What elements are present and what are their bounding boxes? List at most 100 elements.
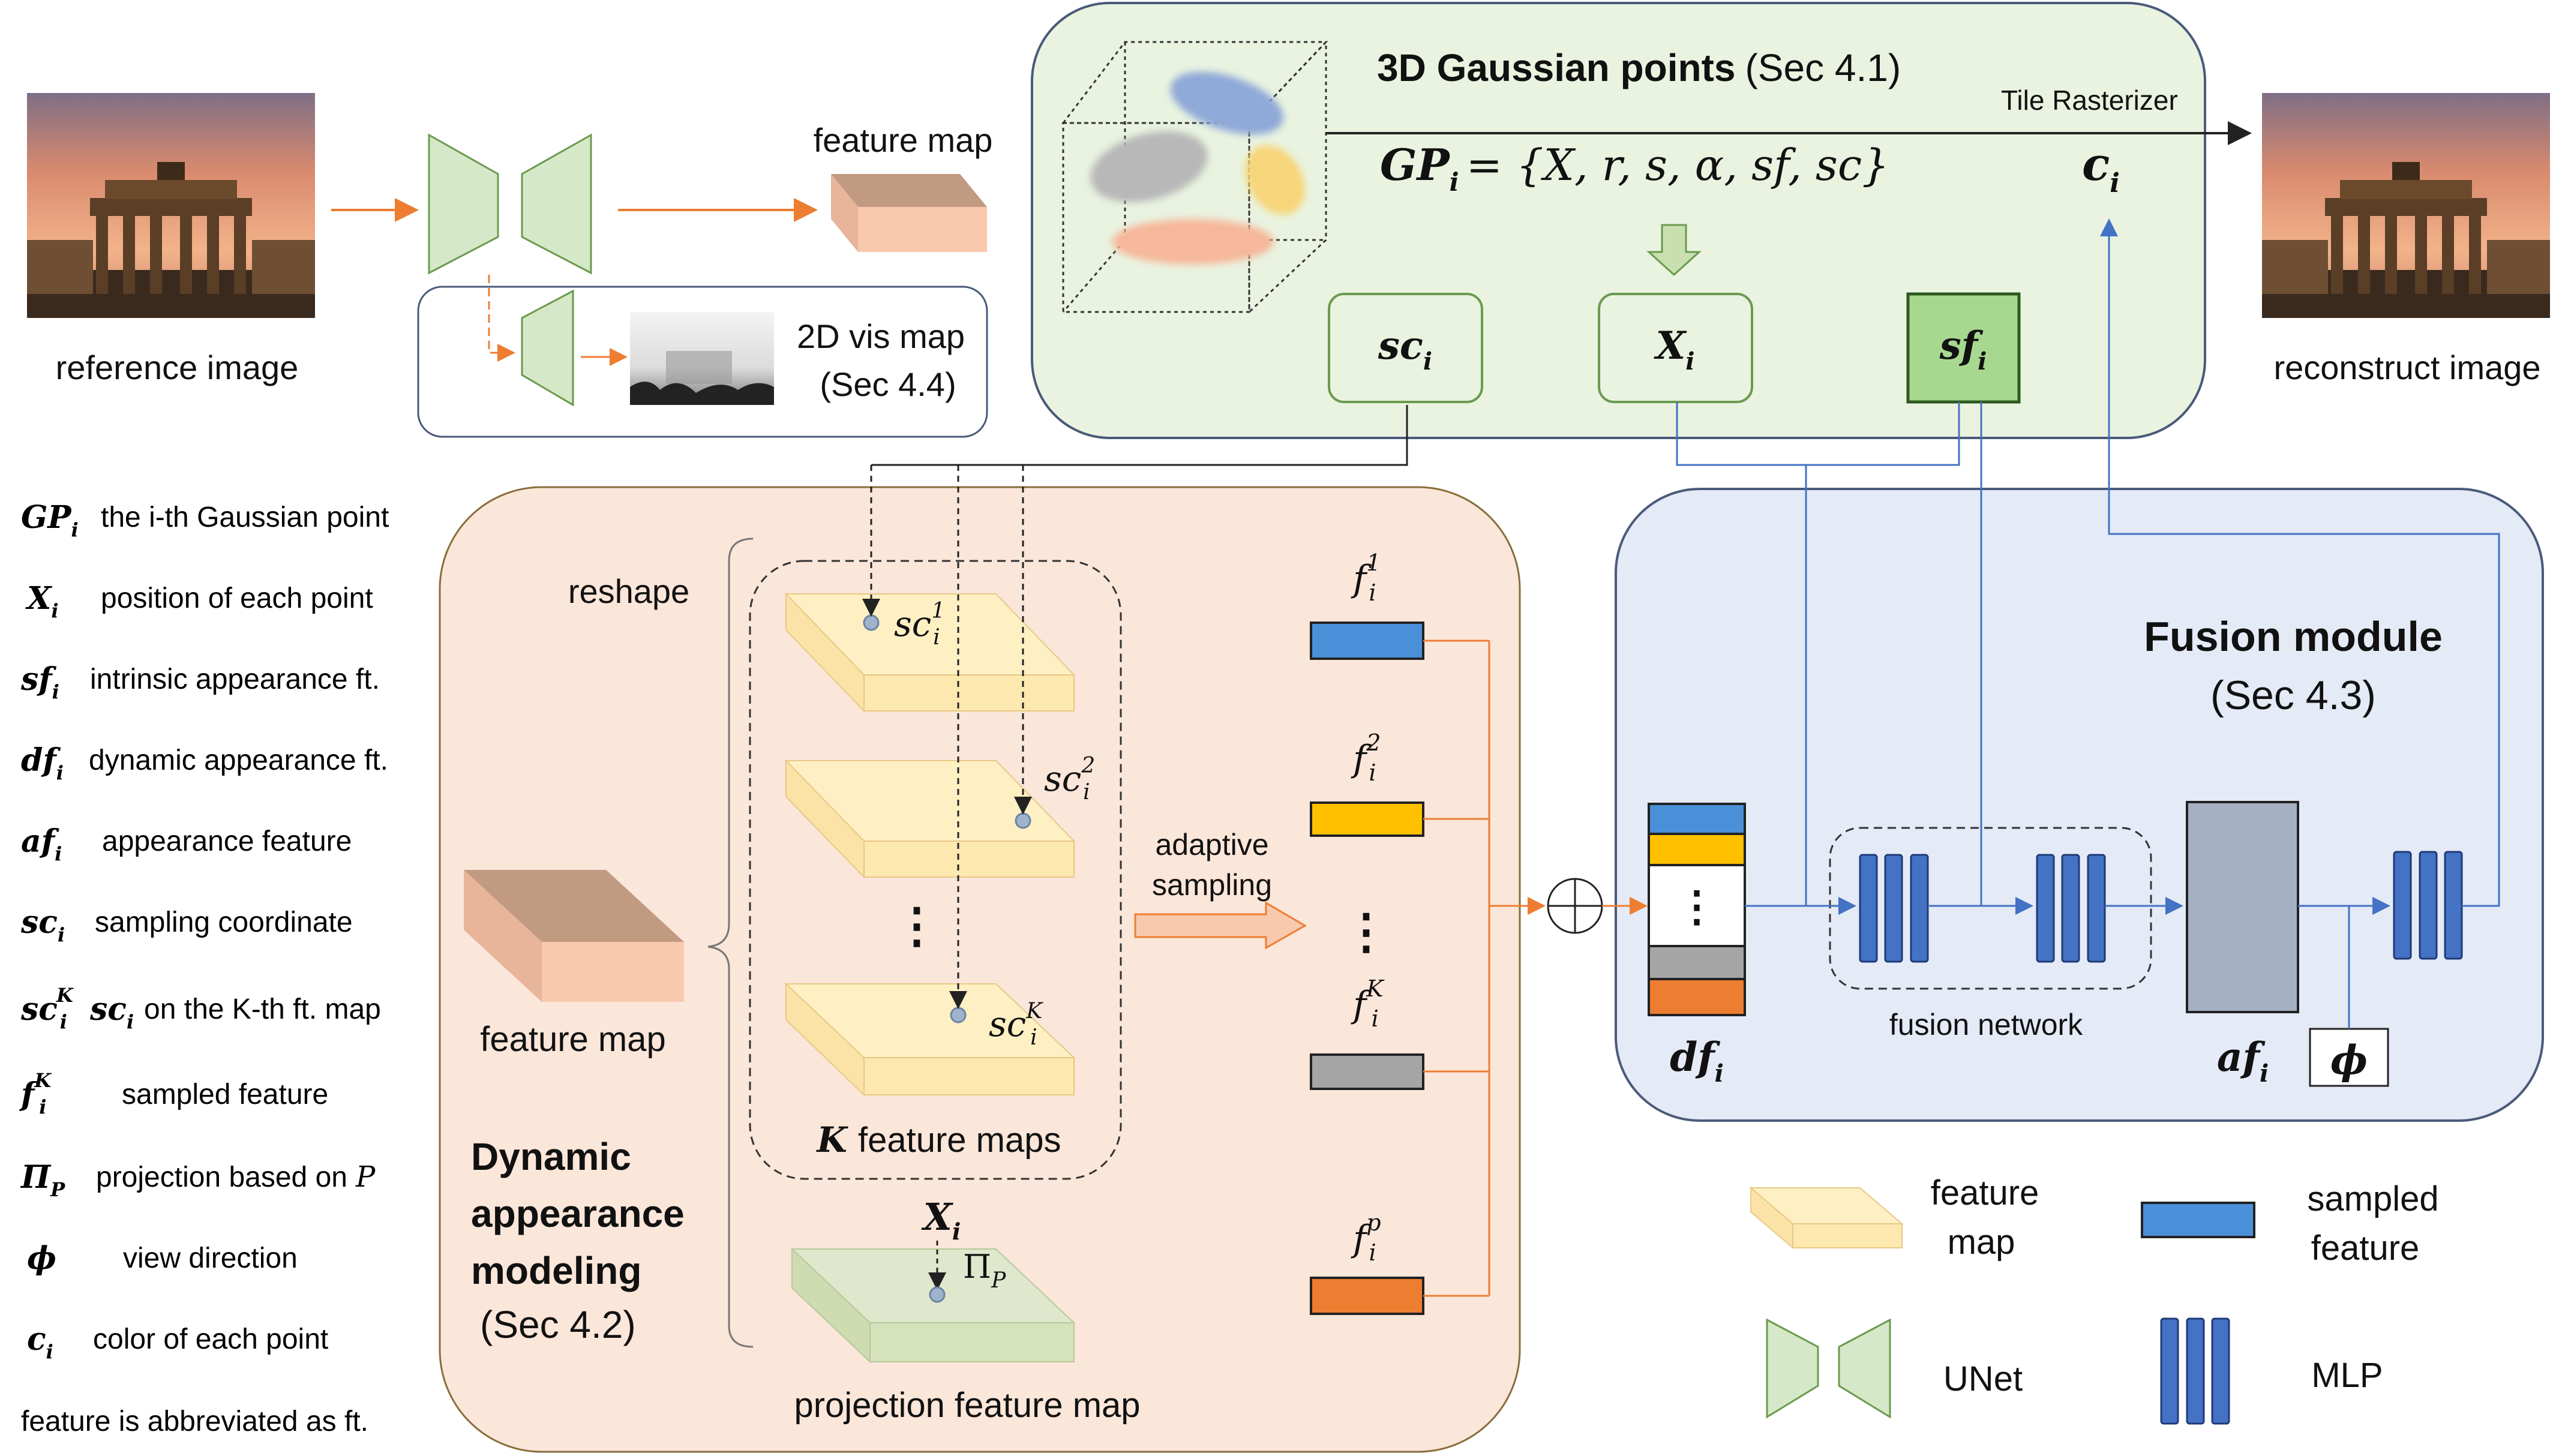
fusion-mlp-2 (2036, 854, 2106, 963)
legend-symbol-c: ci (27, 1321, 53, 1363)
color-output-symbol: ci (2082, 137, 2120, 199)
df-stack (1648, 803, 1746, 1016)
sample-point-1 (863, 614, 880, 631)
sampled-ellipsis-icon: ⋮ (1342, 905, 1390, 958)
projection-point (929, 1286, 946, 1303)
fusion-panel (1615, 488, 2544, 1122)
feature-map-left (464, 870, 684, 1002)
feature-map-top-label: feature map (814, 121, 993, 159)
legend-sampled-1: sampled (2307, 1179, 2438, 1218)
k-maps-group (749, 560, 1122, 1180)
reference-image-caption: reference image (56, 349, 299, 386)
gaussian-cube (1061, 40, 1328, 314)
af-block (2186, 801, 2299, 1013)
fusion-network-group (1829, 827, 2152, 990)
legend-feature-map-icon (1749, 1186, 1904, 1250)
phi-label: ϕ (2330, 1037, 2368, 1083)
gaussian-formula: GPi= {X, r, s, α, sf, sc} (1380, 139, 1889, 197)
legend-sampled-feature-icon (2141, 1202, 2255, 1238)
fusion-mlp-1 (1859, 854, 1929, 963)
concat-icon (1547, 878, 1603, 934)
vis-map-image (630, 312, 774, 405)
gaussian-title: 3D Gaussian points(Sec 4.1) (1377, 46, 1901, 89)
vis-map-sec: (Sec 4.4) (820, 365, 956, 403)
sampled-feature-1 (1310, 622, 1424, 660)
legend-text-sc: sampling coordinate (95, 906, 353, 938)
legend-text-af: appearance feature (102, 825, 352, 857)
feature-map-left-label: feature map (480, 1020, 666, 1059)
reference-image (27, 93, 315, 318)
sf-box (1906, 292, 2021, 404)
legend-text-gp: the i-th Gaussian point (101, 502, 389, 533)
vis-decoder-icon (521, 289, 574, 407)
fusion-sec: (Sec 4.3) (2210, 673, 2376, 718)
dynamic-title-1: Dynamic (471, 1135, 631, 1178)
fusion-connections (1676, 218, 2500, 1029)
af-label: afi (2217, 1034, 2269, 1088)
dynamic-appearance-panel (439, 486, 1521, 1453)
reconstruct-image (2262, 93, 2550, 318)
k-feature-map-2 (784, 759, 1076, 879)
legend-unet-icon (1766, 1318, 1891, 1419)
k-feature-map-1 (784, 592, 1076, 713)
phi-box (2309, 1028, 2389, 1087)
legend-text-x: position of each point (101, 583, 373, 614)
legend-footnote: feature is abbreviated as ft. (21, 1406, 368, 1437)
sf-box-label: sfi (1939, 323, 1987, 376)
legend-text-phi: view direction (123, 1242, 298, 1274)
sampled-feature-k (1310, 1053, 1424, 1090)
legend-symbol-df: dfi (21, 742, 64, 784)
fusion-title: Fusion module (2144, 613, 2443, 660)
df-ellipsis-icon: ⋮ (1676, 883, 1718, 930)
dynamic-title-sec: (Sec 4.2) (480, 1303, 636, 1346)
adaptive-label: adaptive (1155, 828, 1268, 861)
fusion-network-label: fusion network (1889, 1008, 2083, 1041)
legend-mlp-label: MLP (2311, 1356, 2383, 1395)
feature-map-top (831, 174, 987, 252)
tile-rasterizer-label: Tile Rasterizer (2001, 85, 2178, 116)
output-mlp (2393, 851, 2463, 960)
projection-map-label: projection feature map (794, 1386, 1140, 1425)
legend-text-sck: on the K-th ft. map (144, 993, 381, 1025)
legend-text-df: dynamic appearance ft. (89, 744, 388, 776)
legend-feature-map-2: map (1948, 1223, 2015, 1262)
legend-text-c: color of each point (93, 1323, 328, 1355)
k-feature-map-k (784, 982, 1076, 1097)
dynamic-title-2: appearance (471, 1192, 685, 1235)
sampled-feature-2 (1310, 801, 1424, 837)
projection-pi-label: ΠP (963, 1248, 1006, 1293)
adaptive-sampling-arrow (1134, 901, 1307, 950)
legend-text-sf: intrinsic appearance ft. (90, 664, 380, 695)
legend-symbol-sc: sci (20, 904, 65, 946)
legend-symbol-af: afi (21, 823, 62, 865)
sc-box (1328, 293, 1483, 403)
sample-point-2 (1015, 812, 1031, 829)
legend-feature-map-1: feature (1931, 1173, 2039, 1212)
legend-symbol-gp: GPi (21, 499, 79, 541)
legend-symbol-sf: sfi (20, 661, 59, 703)
x-box-label: Xi (1654, 323, 1695, 376)
k-maps-ellipsis-icon: ⋮ (893, 899, 941, 952)
sampled-feature-p (1310, 1277, 1424, 1315)
left-legend: GPi the i-th Gaussian point Xi position … (19, 499, 389, 1437)
dynamic-title-3: modeling (471, 1249, 641, 1292)
legend-symbol-x: Xi (25, 580, 59, 622)
reconstruct-image-caption: reconstruct image (2273, 349, 2540, 386)
legend-symbol-phi: ϕ (27, 1240, 56, 1277)
df-label: dfi (1670, 1034, 1724, 1088)
sampling-label: sampling (1152, 868, 1272, 902)
sc-box-label: sci (1378, 323, 1432, 376)
unet-to-vis-arrow (488, 275, 515, 362)
projection-x-label: Xi (921, 1195, 961, 1245)
legend-sampled-2: feature (2311, 1229, 2420, 1268)
unet-icon (428, 133, 592, 275)
reshape-brace (707, 538, 754, 1348)
legend-inline-sc: sci (89, 991, 134, 1033)
reshape-label: reshape (568, 572, 689, 610)
